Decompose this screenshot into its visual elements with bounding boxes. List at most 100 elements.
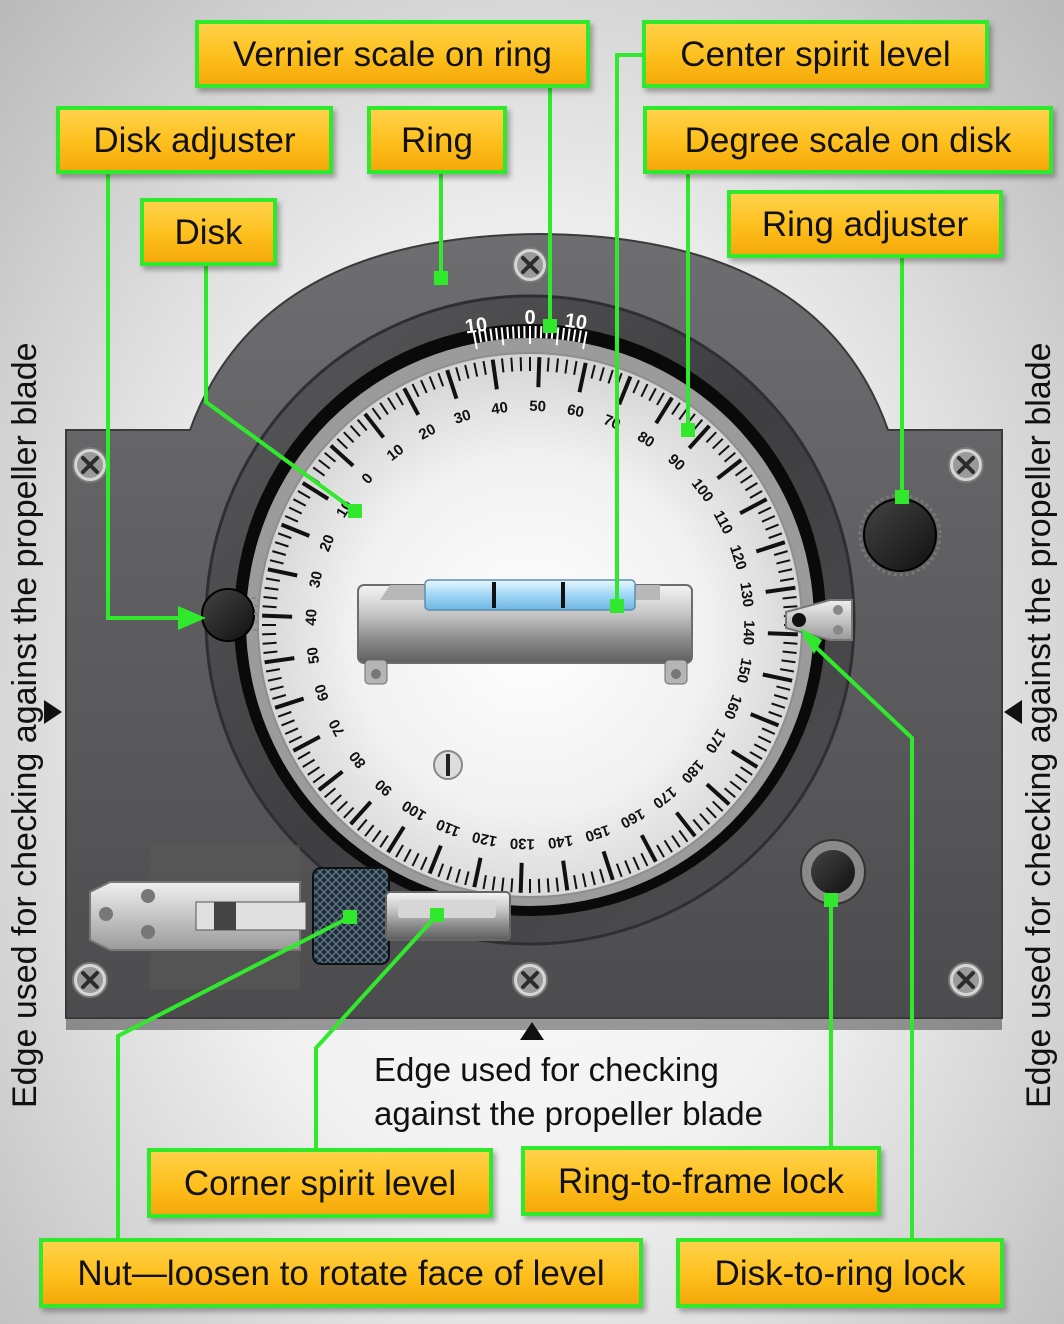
degree-tick [573, 360, 578, 376]
degree-tick [274, 696, 305, 710]
degree-tick [755, 540, 786, 554]
degree-tick [705, 782, 731, 806]
edge-label-bottom: Edge used for checking against the prope… [374, 1048, 763, 1136]
degree-tick [607, 369, 614, 384]
vernier-tick [472, 331, 478, 350]
degree-tick [364, 824, 375, 837]
degree-tick [640, 383, 649, 398]
degree-tick [624, 860, 632, 874]
degree-number: 80 [346, 748, 370, 772]
degree-tick [765, 585, 796, 594]
vernier-tick [511, 326, 515, 339]
degree-tick [329, 444, 355, 468]
degree-tick [771, 702, 786, 709]
degree-number: 130 [736, 581, 756, 608]
degree-tick [445, 369, 459, 400]
degree-tick [420, 379, 428, 394]
vernier-tick [561, 327, 566, 340]
degree-tick [723, 787, 736, 799]
degree-tick [302, 758, 316, 768]
degree-tick [656, 392, 665, 406]
degree-number: 70 [326, 716, 349, 739]
degree-tick [510, 878, 514, 893]
degree-tick [411, 383, 420, 398]
degree-tick [674, 811, 697, 838]
degree-tick [739, 497, 768, 516]
degree-tick [500, 877, 505, 892]
callout-degree-scale: Degree scale on disk [643, 106, 1053, 174]
degree-tick [307, 766, 320, 776]
degree-tick [464, 871, 470, 886]
edge-label-left: Edge used for checking against the prope… [6, 342, 44, 1108]
degree-scale-ticks [262, 357, 798, 893]
callout-disk-to-ring-lock: Disk-to-ring lock [676, 1238, 1004, 1308]
degree-tick [349, 425, 361, 437]
degree-tick [491, 876, 496, 891]
vernier-tick [500, 327, 505, 346]
degree-tick [749, 490, 763, 499]
ring-to-frame-lock[interactable] [800, 839, 866, 905]
degree-tick [687, 424, 711, 450]
degree-tick [437, 863, 445, 878]
degree-tick [654, 396, 674, 425]
vernier-tick [555, 327, 560, 346]
screw-icon [511, 961, 549, 999]
degree-tick [428, 376, 436, 390]
degree-tick [762, 672, 793, 683]
degree-tick [301, 481, 330, 501]
corner-spirit-level [385, 891, 511, 941]
degree-tick [573, 874, 578, 890]
degree-tick [767, 631, 798, 637]
triangle-marker-icon-bottom [520, 1022, 544, 1040]
degree-tick [757, 506, 772, 515]
degree-tick [262, 605, 277, 609]
degree-number: 140 [547, 831, 574, 851]
degree-tick [312, 466, 326, 477]
degree-tick [518, 862, 524, 893]
degree-tick [336, 800, 348, 812]
degree-tick [324, 451, 337, 463]
degree-tick [371, 829, 382, 843]
degree-tick [648, 387, 657, 402]
screw-icon [71, 446, 109, 484]
degree-tick [773, 550, 788, 556]
degree-number: 80 [634, 428, 657, 451]
screw-icon [71, 961, 109, 999]
degree-number: 150 [733, 656, 755, 684]
degree-tick [324, 787, 337, 799]
degree-tick [274, 541, 289, 548]
degree-tick [473, 362, 479, 377]
degree-number: 30 [452, 407, 473, 428]
degree-tick [379, 835, 389, 848]
degree-tick [427, 844, 443, 875]
triangle-marker-icon-right [1004, 700, 1022, 724]
degree-tick [379, 402, 389, 415]
center-spirit-level [357, 579, 693, 685]
vernier-tick [577, 330, 582, 343]
degree-number: 50 [529, 398, 546, 416]
degree-tick [783, 641, 798, 645]
vernier-number-center: 0 [524, 307, 535, 329]
degree-tick [402, 387, 421, 416]
degree-tick [671, 402, 681, 415]
degree-tick [336, 438, 348, 450]
disk-adjuster-knob[interactable] [201, 588, 258, 642]
degree-tick [267, 676, 282, 682]
degree-tick [272, 550, 287, 556]
degree-tick [403, 848, 412, 863]
degree-tick [773, 694, 788, 700]
vernier-number-left: 10 [464, 314, 489, 339]
callout-ring-adjuster: Ring adjuster [727, 190, 1003, 258]
degree-tick [292, 498, 307, 507]
degree-tick [330, 794, 342, 806]
degree-tick [590, 871, 596, 886]
degree-tick [712, 438, 724, 450]
degree-tick [716, 458, 743, 481]
degree-number: 120 [726, 543, 750, 572]
degree-tick [749, 751, 763, 760]
corner-clamp [89, 845, 307, 990]
degree-tick [277, 710, 292, 718]
degree-tick [705, 807, 717, 819]
degree-tick [692, 818, 704, 831]
